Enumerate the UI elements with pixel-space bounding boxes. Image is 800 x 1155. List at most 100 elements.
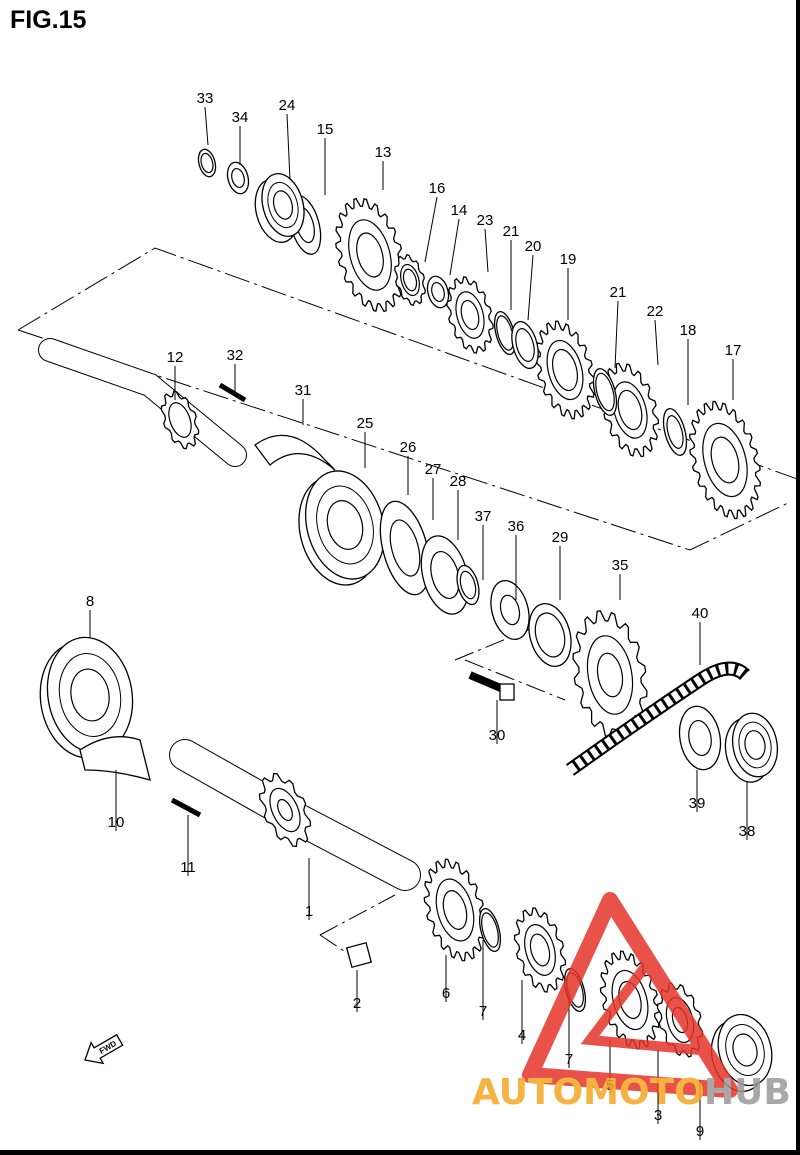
watermark-logo: AUTOMOTO HUB (472, 892, 791, 1113)
bearing-25 (298, 470, 386, 586)
callout-label-1: 1 (305, 903, 313, 920)
washer-14-inner (431, 281, 445, 303)
callout-label-30: 30 (489, 727, 506, 744)
countershaft-12-body (39, 339, 246, 466)
gear-4-bore (529, 933, 551, 967)
callout-label-26: 26 (400, 439, 417, 456)
washer-18 (662, 408, 688, 456)
callout-label-12: 12 (167, 349, 184, 366)
bearing-25-race (316, 485, 374, 565)
callout-label-28: 28 (450, 473, 467, 490)
leader-16 (424, 196, 438, 263)
bearing-8-race (58, 653, 122, 737)
callout-label-3: 3 (654, 1107, 662, 1124)
callout-label-4: 4 (518, 1027, 526, 1044)
callout-label-20: 20 (525, 238, 542, 255)
washer-29 (528, 603, 572, 667)
sprocket-35-bore (596, 652, 624, 698)
leader-20 (527, 254, 534, 321)
needle-bearing-16-bore (402, 268, 418, 292)
callout-label-6: 6 (442, 985, 450, 1002)
circlip-21a (493, 310, 517, 356)
driveshaft-gear-1 (258, 772, 312, 848)
collar-2 (345, 941, 373, 969)
washer-14 (426, 275, 450, 309)
fwd-arrow-icon: FWD (84, 1033, 124, 1065)
gear-6-bore (442, 890, 468, 930)
callout-label-37: 37 (475, 508, 492, 525)
figure-title: FIG.15 (10, 6, 87, 34)
retainer-31 (254, 434, 336, 471)
bearing-38 (724, 712, 779, 783)
bolt-30-head (499, 683, 515, 701)
frame-border-bottom (0, 1150, 800, 1155)
watermark-text-hub: HUB (704, 1072, 791, 1113)
callout-label-25: 25 (357, 415, 374, 432)
spacer-36-inner (499, 594, 521, 626)
leader-23 (484, 228, 489, 273)
leader-33 (204, 106, 209, 146)
washer-34-inner (231, 167, 245, 189)
gear-6 (423, 858, 487, 962)
callout-label-33: 33 (197, 90, 214, 107)
spacer-28 (420, 535, 470, 615)
bearing-38-race (738, 721, 772, 769)
frame-border-right (796, 0, 800, 1155)
callout-label-31: 31 (295, 382, 312, 399)
driveshaft-gear-1-bore (277, 798, 293, 822)
washer-18-inner (666, 415, 684, 449)
gear-13 (335, 197, 405, 313)
bearing-9-race (725, 1023, 765, 1077)
callout-label-13: 13 (375, 144, 392, 161)
chain-40 (567, 663, 749, 775)
needle-bearing-16 (394, 254, 426, 306)
bearing-retainer-10 (79, 736, 151, 781)
bearing-24-bore (272, 190, 294, 220)
callout-label-15: 15 (317, 121, 334, 138)
callout-label-27: 27 (425, 461, 442, 478)
oil-seal-26 (379, 500, 431, 596)
leader-24 (286, 113, 291, 181)
assembly-dash-lower (319, 894, 396, 956)
leader-14 (449, 218, 460, 276)
gear-4 (513, 907, 567, 993)
callout-label-14: 14 (451, 202, 468, 219)
callout-label-7a: 7 (479, 1003, 487, 1020)
gear-17-bore (710, 436, 740, 484)
countershaft-12 (38, 338, 247, 467)
callout-label-29: 29 (552, 529, 569, 546)
gear-19-bore (551, 348, 579, 392)
circlip-7a-inner (481, 912, 499, 948)
circlip-21b (592, 368, 618, 416)
gear-17 (689, 400, 761, 520)
bushing-20-inner (515, 328, 535, 362)
leader-lines (89, 106, 748, 1140)
countershaft-spline-12-hub (168, 402, 192, 438)
spacer-36 (490, 580, 530, 640)
gear-23-bore (460, 299, 480, 331)
washer-29-inner (534, 612, 566, 658)
bearing-24-race (267, 181, 299, 229)
bearing-38-bore (744, 730, 766, 760)
callout-label-21a: 21 (503, 223, 520, 240)
o-ring-37 (456, 564, 480, 606)
callout-label-18: 18 (680, 322, 697, 339)
bearing-8 (39, 636, 134, 759)
gear-19 (534, 320, 596, 420)
callout-label-34: 34 (232, 109, 249, 126)
circlip-33 (197, 148, 217, 178)
bearing-24 (254, 173, 305, 243)
o-ring-37-inner (459, 570, 477, 600)
lock-plate-39-inner (688, 719, 712, 757)
callout-label-39: 39 (689, 795, 706, 812)
callout-label-38: 38 (739, 823, 756, 840)
bearing-9-bore (732, 1033, 758, 1067)
screw-32 (218, 382, 247, 403)
callout-label-32: 32 (227, 347, 244, 364)
callout-label-35: 35 (612, 557, 629, 574)
gear-23 (446, 276, 494, 354)
callout-label-21b: 21 (610, 284, 627, 301)
callout-label-7b: 7 (565, 1051, 573, 1068)
callout-label-22: 22 (647, 303, 664, 320)
